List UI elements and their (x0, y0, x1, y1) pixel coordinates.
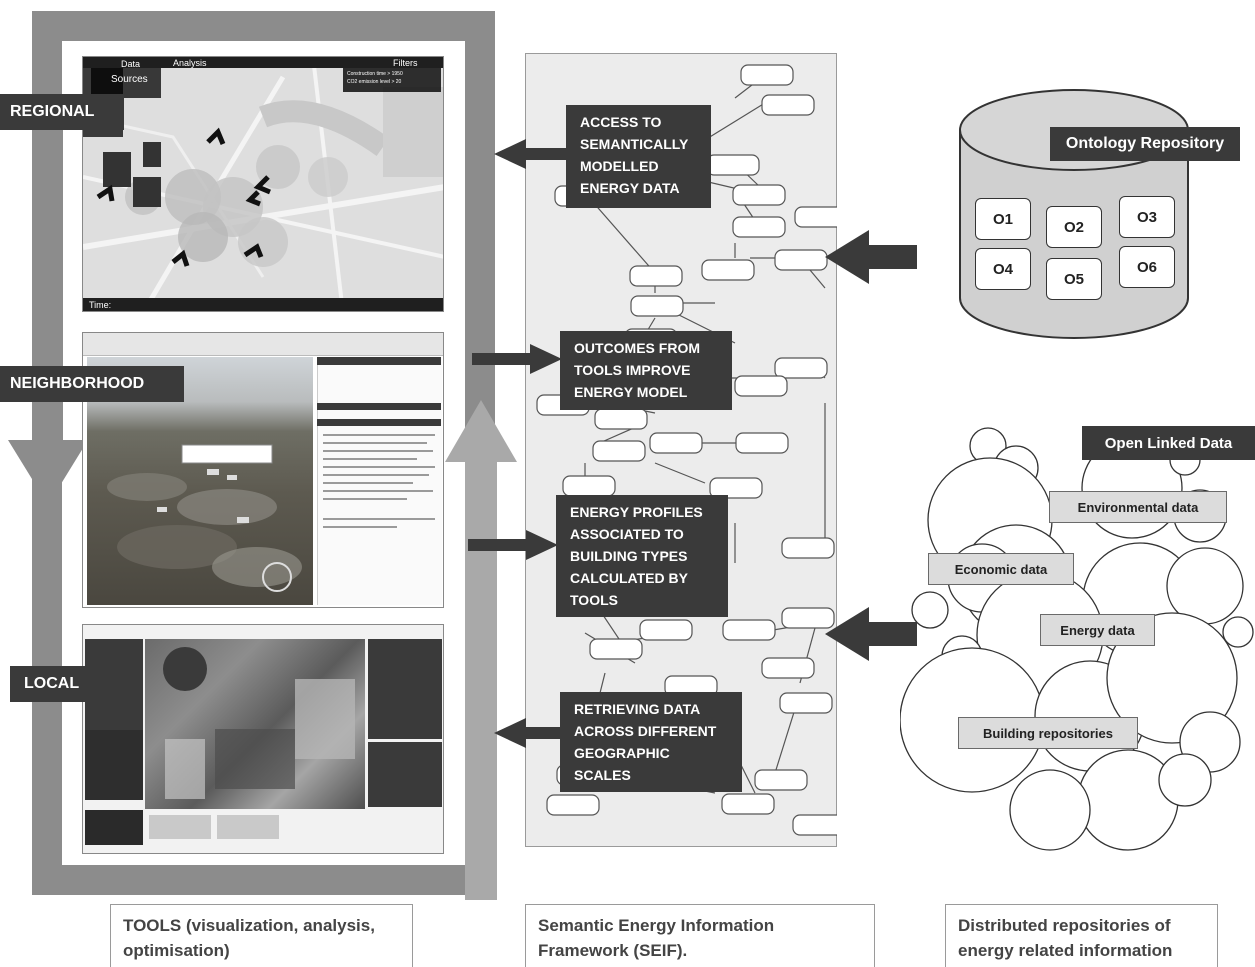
map-filter-panel (343, 68, 441, 92)
map-data-panel (91, 68, 161, 98)
local-right-panel-2 (368, 742, 442, 807)
map-time-bar (83, 298, 443, 311)
ontology-o1: O1 (975, 198, 1031, 240)
label-economic-data: Economic data (928, 553, 1074, 585)
local-photo-detail-icon (163, 647, 355, 799)
map-streets-icon (83, 57, 443, 311)
filter-line-2: CO2 emission level > 20 (347, 79, 402, 85)
ontology-o2: O2 (1046, 206, 1102, 248)
local-building-screenshot (82, 624, 444, 854)
label-environmental-data: Environmental data (1049, 491, 1227, 523)
side-panel-header-1 (317, 357, 441, 365)
filter-line-1: Construction time > 1950 (347, 71, 403, 77)
linked-data-title: Open Linked Data (1082, 426, 1255, 460)
scale-up-arrow-icon (445, 400, 517, 900)
label-building-repositories: Building repositories (958, 717, 1138, 749)
local-note-2 (217, 815, 279, 839)
arrow-left-ontology-icon (825, 230, 917, 284)
tab-filters[interactable]: Filters (393, 58, 418, 68)
seif-graph-icon (536, 64, 837, 836)
ontology-title: Ontology Repository (1050, 127, 1240, 161)
local-right-panel (368, 639, 442, 739)
tab-sources[interactable]: Sources (111, 74, 148, 85)
local-note-1 (149, 815, 211, 839)
arrow-left-access-icon (494, 139, 568, 169)
arrow-right-outcomes-icon (472, 344, 562, 374)
map-top-bar (83, 57, 443, 68)
arrow-left-retrieving-icon (494, 718, 562, 748)
label-local: LOCAL (10, 666, 106, 702)
ontology-o6: O6 (1119, 246, 1175, 288)
side-panel-text-lines-icon (323, 434, 435, 528)
regional-map-screenshot: Data Sources Analysis Filters Constructi… (82, 56, 444, 312)
tab-data[interactable]: Data (121, 59, 141, 69)
neighborhood-3d-screenshot (82, 332, 444, 608)
time-label: Time: (89, 300, 112, 310)
ontology-o3: O3 (1119, 196, 1175, 238)
scale-down-arrow-icon (8, 100, 88, 505)
side-panel (317, 357, 442, 605)
browser-chrome (83, 333, 443, 356)
label-energy-data: Energy data (1040, 614, 1155, 646)
side-panel-header-2 (317, 403, 441, 410)
arrow-right-profiles-icon (468, 530, 558, 560)
side-panel-header-3 (317, 419, 441, 426)
aerial-texture-icon (107, 444, 302, 592)
arrow-left-linked-data-icon (825, 607, 917, 661)
tab-analysis[interactable]: Analysis (173, 58, 207, 68)
caption-tools: TOOLS (visualization, analysis,optimisat… (110, 904, 413, 967)
label-neighborhood: NEIGHBORHOOD (0, 366, 184, 402)
local-left-panel-2 (85, 730, 143, 800)
ontology-o5: O5 (1046, 258, 1102, 300)
label-regional: REGIONAL (0, 94, 124, 130)
local-bottom-dark (85, 810, 143, 845)
ontology-o4: O4 (975, 248, 1031, 290)
